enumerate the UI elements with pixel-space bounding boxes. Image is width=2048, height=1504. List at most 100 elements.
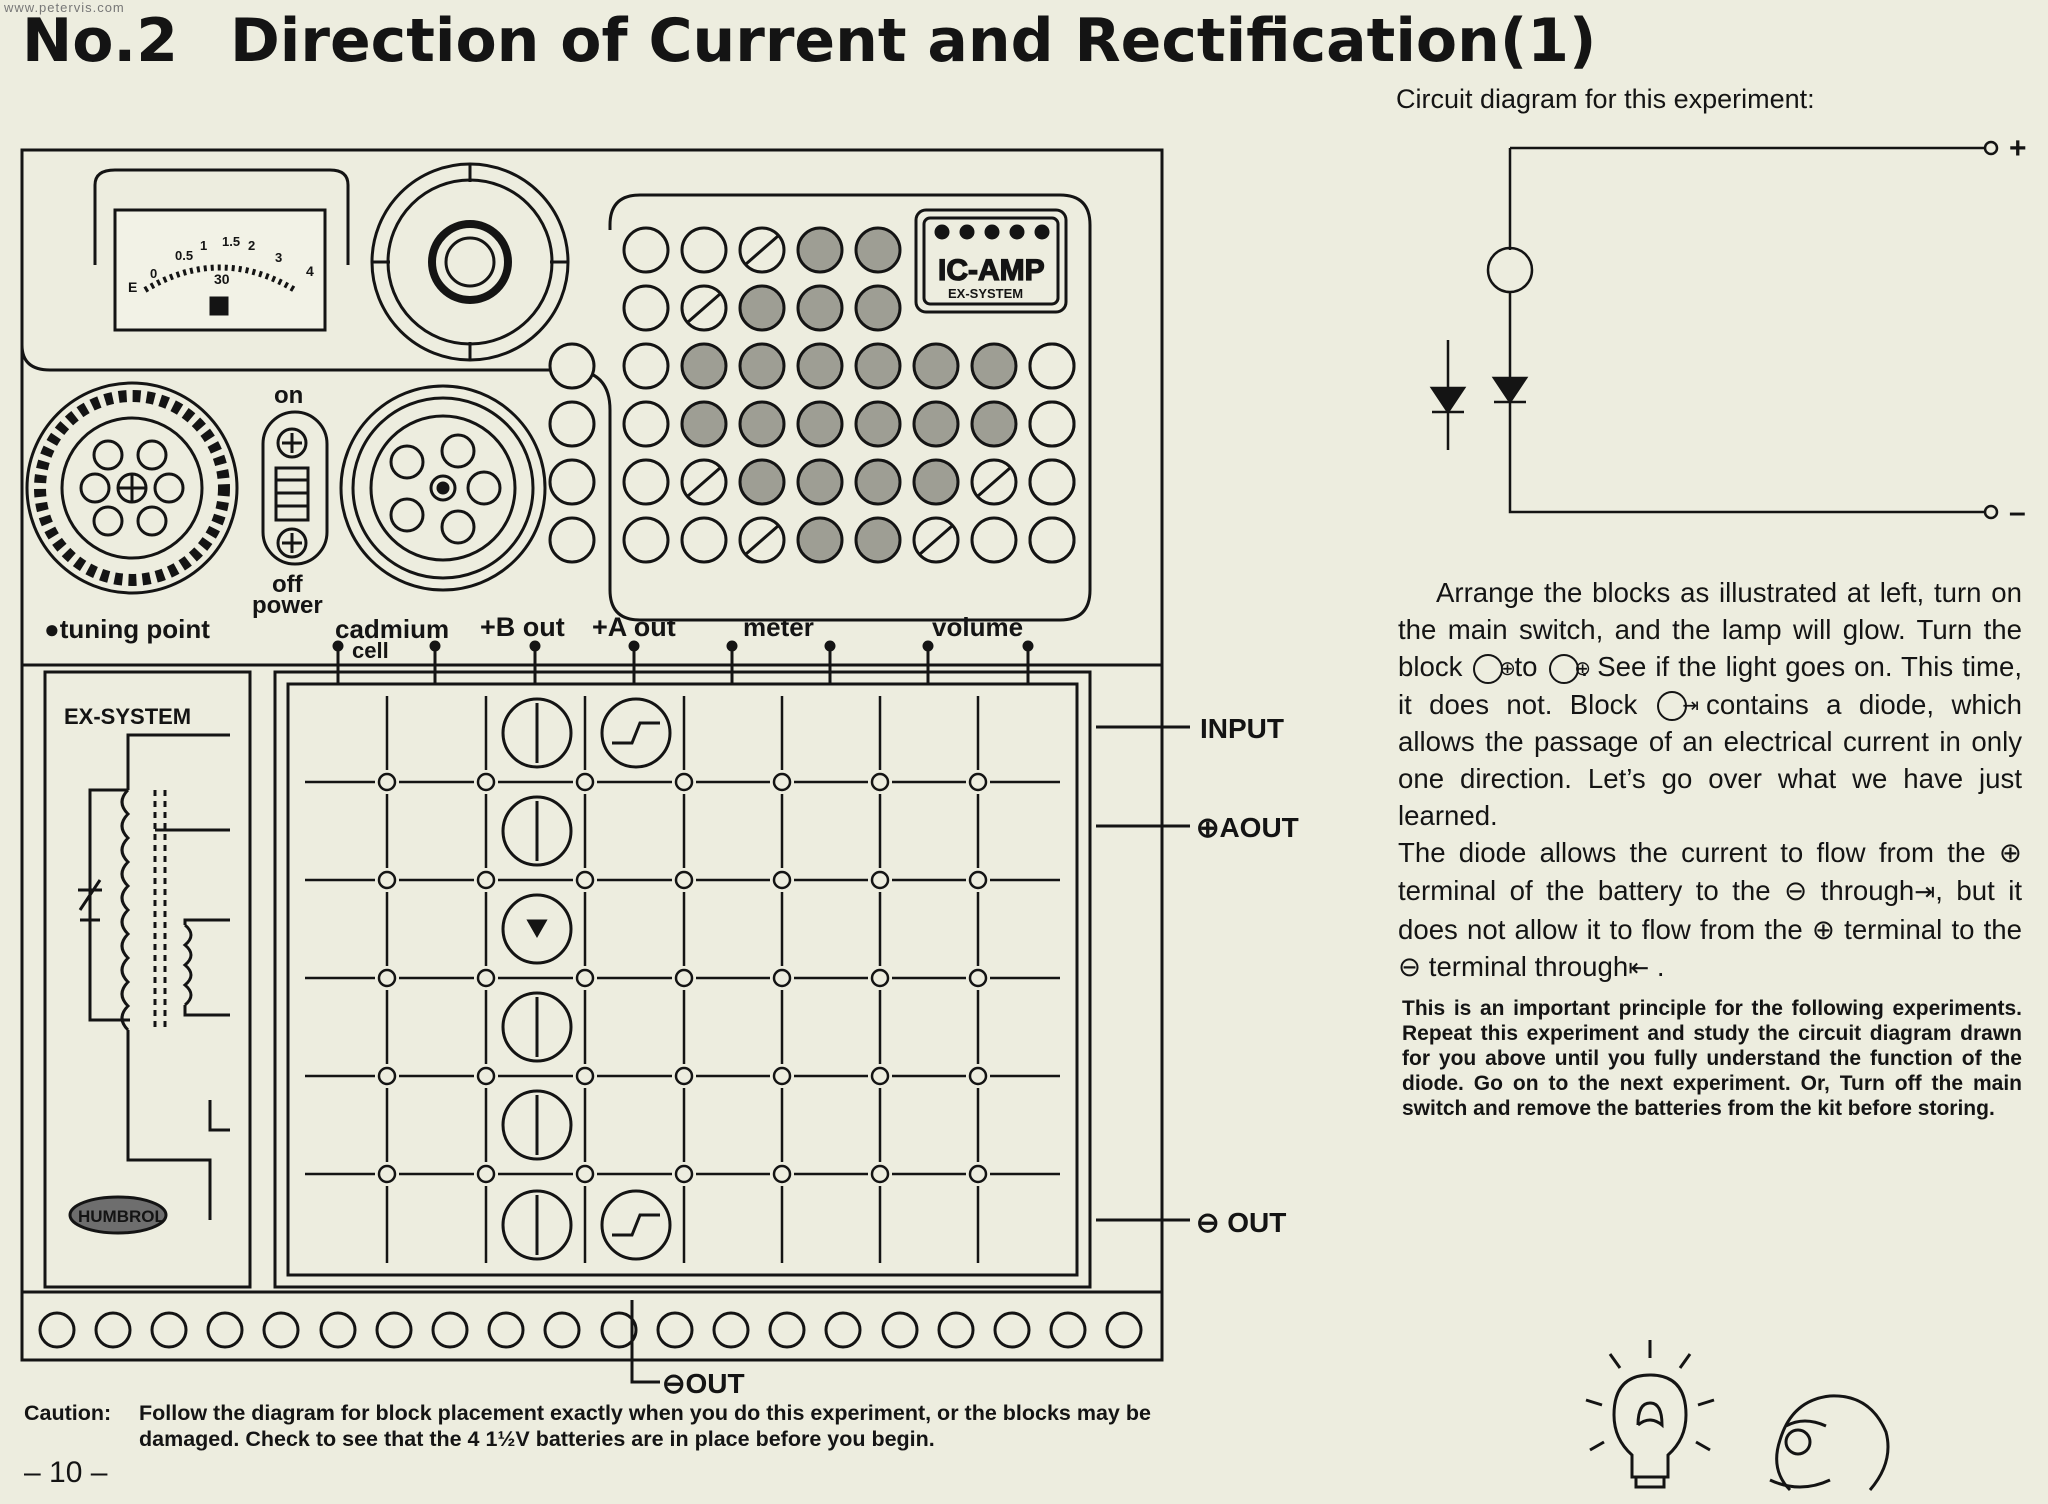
grid-node <box>772 772 792 792</box>
terminal-plus-label: + <box>2009 132 2027 165</box>
grid-node <box>575 968 595 988</box>
page-title: No.2 Direction of Current and Rectificati… <box>22 6 1596 76</box>
meter-tick-label: 0.5 <box>175 248 193 263</box>
aout-label: ⊕AOUT <box>1196 812 1299 843</box>
grid-node <box>772 968 792 988</box>
wire-block <box>612 721 660 745</box>
grid-node <box>674 1164 694 1184</box>
connector-pin-dot <box>824 640 836 652</box>
socket-hole <box>622 284 670 332</box>
socket-hole <box>854 458 902 506</box>
circuit-diagram-caption: Circuit diagram for this experiment: <box>1396 84 1815 114</box>
socket-hole <box>854 226 902 274</box>
grid-node <box>377 870 397 890</box>
socket-hole <box>738 400 786 448</box>
socket-hole-split <box>745 234 779 266</box>
diode-forward-icon: ⇥ <box>1914 877 1936 906</box>
grid-node <box>575 772 595 792</box>
socket-hole <box>796 458 844 506</box>
grid-node <box>968 772 988 792</box>
socket-hole <box>738 458 786 506</box>
experiment-number: No.2 <box>22 6 178 76</box>
text-run: contains a diode, which allows the passa… <box>1398 688 2022 832</box>
grid-node <box>476 772 496 792</box>
meter-right-label: 4 <box>306 263 314 279</box>
input-label: INPUT <box>1200 713 1284 744</box>
socket-hole <box>912 342 960 390</box>
caution-note: Caution: Follow the diagram for block pl… <box>24 1400 1164 1452</box>
grid-node <box>476 968 496 988</box>
explanation-text: Arrange the blocks as illustrated at lef… <box>1398 574 2022 987</box>
grid-node <box>674 870 694 890</box>
grid-node <box>476 870 496 890</box>
out-label: ⊖ OUT <box>1196 1207 1286 1238</box>
socket-hole <box>548 400 596 448</box>
socket-hole <box>622 226 670 274</box>
socket-hole <box>1028 516 1076 564</box>
connector-aout-label: +A out <box>592 612 676 642</box>
diode-icon <box>1429 376 1529 415</box>
grid-node <box>870 1066 890 1086</box>
socket-hole <box>970 342 1018 390</box>
grid-node <box>772 870 792 890</box>
grid-node <box>377 968 397 988</box>
socket-hole <box>854 516 902 564</box>
lamp-icon <box>1486 246 1534 294</box>
experiment-title: Direction of Current and Rectification(1… <box>229 6 1597 76</box>
block-symbol-icon: ⊕ <box>1473 654 1516 685</box>
socket-hole-split <box>919 524 953 556</box>
connector-pin-dot <box>628 640 640 652</box>
socket-hole <box>548 342 596 390</box>
ic-amp-label: IC-AMP <box>938 254 1045 287</box>
grid-node <box>870 870 890 890</box>
text-run: This is an important principle for the f… <box>1402 997 2022 1095</box>
volume-knob-icon <box>339 384 547 592</box>
grid-node <box>674 772 694 792</box>
lightbulb-cartoon-icon <box>1585 1340 1890 1492</box>
caution-label: Caution: <box>24 1401 112 1425</box>
power-switch-icon <box>261 410 329 566</box>
text-run: , but it does not allow it to flow from … <box>1398 874 2023 983</box>
grid-node <box>870 772 890 792</box>
bottom-terminal-row <box>38 1311 1143 1349</box>
socket-hole <box>622 342 670 390</box>
socket-hole <box>680 400 728 448</box>
grid-node <box>772 1066 792 1086</box>
socket-hole <box>680 342 728 390</box>
socket-hole <box>912 458 960 506</box>
meter-tick-label: 1.5 <box>222 234 240 249</box>
out-bottom-label: ⊖OUT <box>662 1368 745 1399</box>
connector-pin-dot <box>922 640 934 652</box>
diode-reverse-icon: ⇤ <box>1628 954 1650 983</box>
paragraph-instructions: Arrange the blocks as illustrated at lef… <box>1398 574 2022 834</box>
ex-system-label: EX-SYSTEM <box>64 704 191 729</box>
connector-pin-dot <box>726 640 738 652</box>
socket-hole <box>796 226 844 274</box>
meter-tick-label: 3 <box>275 250 282 265</box>
socket-hole <box>854 400 902 448</box>
text-run: to <box>1514 651 1538 683</box>
socket-hole <box>680 516 728 564</box>
connector-cadmium-label: cadmium <box>335 614 449 644</box>
thinking-face-icon <box>1784 1428 1812 1456</box>
grid-node <box>870 1164 890 1184</box>
connector-pin-dot <box>429 640 441 652</box>
socket-hole <box>854 342 902 390</box>
diode-block <box>526 919 548 939</box>
grid-node <box>968 870 988 890</box>
grid-node <box>772 1164 792 1184</box>
socket-hole <box>854 284 902 332</box>
socket-hole-split <box>977 466 1011 498</box>
board-frame <box>20 148 1164 1362</box>
socket-hole <box>738 284 786 332</box>
connector-bout-label: +B out <box>480 612 565 642</box>
grid-node <box>575 1066 595 1086</box>
meter-left-label: E <box>128 279 137 295</box>
text-run: The diode allows the current to flow fro… <box>1398 837 2022 906</box>
socket-hole-split <box>687 292 721 324</box>
principle-note: This is an important principle for the f… <box>1402 996 2022 1121</box>
speaker-icon <box>370 162 570 362</box>
meter-mid-label: 30 <box>214 271 230 287</box>
grid-node <box>476 1164 496 1184</box>
